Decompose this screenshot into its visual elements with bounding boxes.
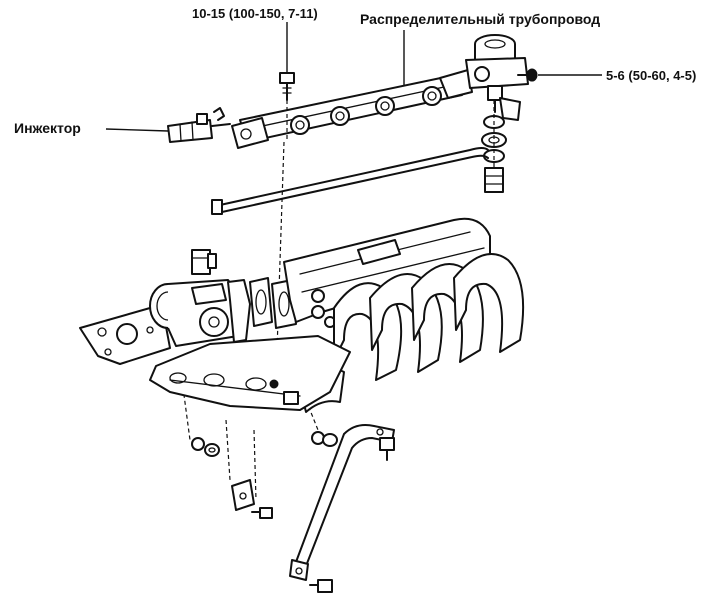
throttle-body <box>149 279 251 347</box>
rail-mounting-bolt <box>279 72 295 101</box>
injector-label: Инжектор <box>14 120 81 136</box>
center-nuts <box>311 431 338 447</box>
throttle-body-gasket <box>79 307 171 365</box>
fuel-return-tube <box>211 147 489 215</box>
small-bracket-bolt <box>251 507 273 519</box>
small-bracket <box>231 479 255 511</box>
fuel-pressure-regulator <box>465 34 529 121</box>
injector <box>167 113 231 143</box>
top-torque-label: 10-15 (100-150, 7-11) <box>192 6 318 21</box>
fuel-rail <box>231 69 473 149</box>
stay-lower-bolt <box>309 579 333 593</box>
fuel-rail-label: Распределительный трубопровод <box>360 11 600 27</box>
injector-clip <box>213 107 225 121</box>
regulator-washers <box>481 100 507 193</box>
lower-manifold-base <box>149 335 351 411</box>
manifold-support-stay <box>289 424 395 581</box>
stay-upper-bolt <box>379 437 395 461</box>
side-torque-label: 5-6 (50-60, 4-5) <box>606 68 696 83</box>
injector-leader <box>105 128 169 132</box>
lower-nuts-washers <box>191 437 220 457</box>
throttle-sensor-connector <box>191 249 217 275</box>
regulator-bolt <box>517 68 538 82</box>
